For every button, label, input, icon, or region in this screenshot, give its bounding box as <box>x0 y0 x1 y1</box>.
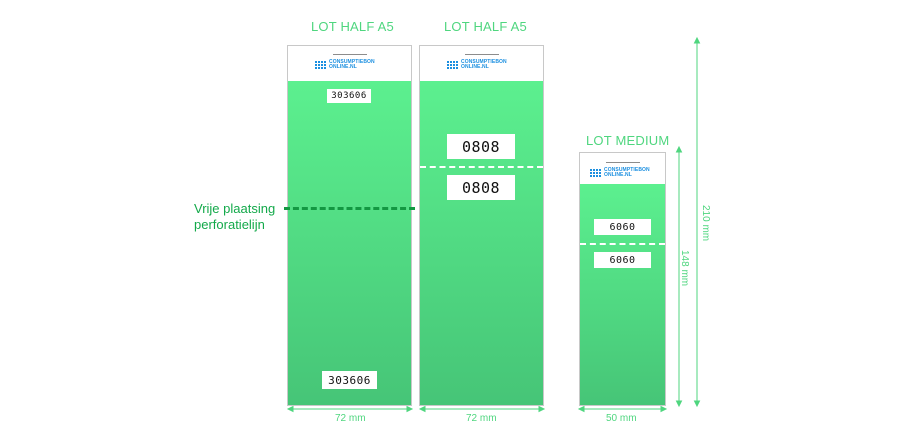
callout-line1: Vrije plaatsing <box>194 201 276 216</box>
ticket-body: 303606 303606 <box>288 81 411 405</box>
brand-logo: CONSUMPTIEBON ONLINE.NL <box>447 60 507 70</box>
logo-mark-icon <box>315 61 326 69</box>
logo-text: CONSUMPTIEBON ONLINE.NL <box>329 59 375 70</box>
title-lot-half-a5-left: LOT HALF A5 <box>311 19 394 34</box>
ticket-number-top: 0808 <box>447 134 515 159</box>
ticket-number-bottom: 303606 <box>322 371 377 389</box>
brand-logo: CONSUMPTIEBON ONLINE.NL <box>590 168 650 178</box>
callout-line2: perforatielijn <box>194 217 265 232</box>
perforation-line <box>420 166 543 168</box>
ticket-half-a5-left: CONSUMPTIEBON ONLINE.NL 303606 303606 <box>287 45 412 406</box>
title-lot-medium: LOT MEDIUM <box>586 133 670 148</box>
title-lot-half-a5-right: LOT HALF A5 <box>444 19 527 34</box>
width-label-right: 72 mm <box>466 413 497 424</box>
width-label-left: 72 mm <box>335 413 366 424</box>
ticket-number-top: 6060 <box>594 219 651 235</box>
logo-mark-icon <box>447 61 458 69</box>
header-line <box>606 162 640 163</box>
ticket-body: 6060 6060 <box>580 184 665 405</box>
header-line <box>465 54 499 55</box>
ticket-header: CONSUMPTIEBON ONLINE.NL <box>580 153 665 183</box>
ticket-number-bottom: 6060 <box>594 252 651 268</box>
ticket-header: CONSUMPTIEBON ONLINE.NL <box>288 46 411 80</box>
height-label-210: 210 mm <box>700 205 711 242</box>
ticket-body: 0808 0808 <box>420 81 543 405</box>
ticket-number-bottom: 0808 <box>447 175 515 200</box>
width-label-medium: 50 mm <box>606 413 637 424</box>
logo-text: CONSUMPTIEBON ONLINE.NL <box>604 167 650 178</box>
height-label-148: 148 mm <box>679 250 690 287</box>
ticket-medium: CONSUMPTIEBON ONLINE.NL 6060 6060 <box>579 152 666 406</box>
logo-text: CONSUMPTIEBON ONLINE.NL <box>461 59 507 70</box>
header-line <box>333 54 367 55</box>
free-perforation-line <box>284 207 415 210</box>
perforation-line <box>580 243 665 245</box>
perforation-callout: Vrije plaatsing perforatielijn <box>194 201 275 233</box>
ticket-header: CONSUMPTIEBON ONLINE.NL <box>420 46 543 80</box>
ticket-number-top: 303606 <box>327 89 371 103</box>
logo-mark-icon <box>590 169 601 177</box>
brand-logo: CONSUMPTIEBON ONLINE.NL <box>315 60 375 70</box>
ticket-half-a5-right: CONSUMPTIEBON ONLINE.NL 0808 0808 <box>419 45 544 406</box>
